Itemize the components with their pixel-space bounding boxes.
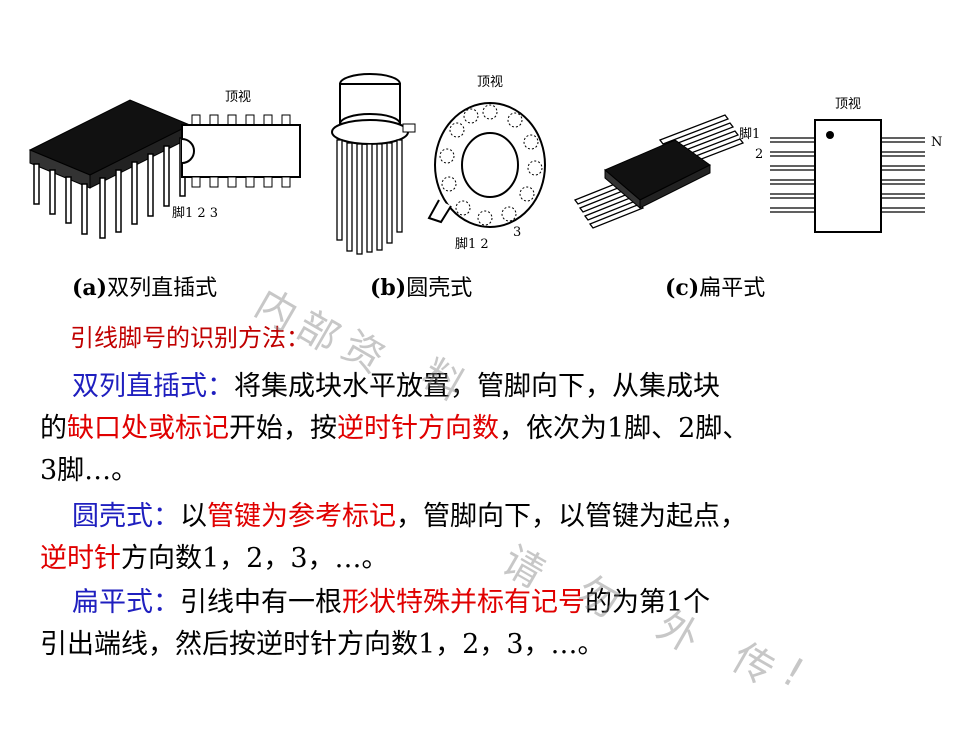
can-red-2: 逆时针 bbox=[40, 543, 121, 574]
can-pin-label: 脚1 2 bbox=[455, 236, 489, 252]
caption-a: (a)双列直插式 bbox=[72, 270, 217, 302]
dip-text-3: 开始，按 bbox=[229, 413, 337, 444]
dip-top-label: 顶视 bbox=[225, 90, 251, 105]
caption-a-letter: (a) bbox=[72, 275, 108, 301]
section-heading: 引线脚号的识别方法： bbox=[70, 324, 310, 352]
flat-text-2: 的为第1个 bbox=[585, 587, 711, 618]
dip-title: 双列直插式： bbox=[72, 371, 234, 402]
dip-topview-figure: 顶视 脚1 2 3 bbox=[172, 90, 301, 221]
can-red-1: 管键为参考标记 bbox=[207, 501, 396, 532]
caption-a-text: 双列直插式 bbox=[107, 276, 218, 301]
flat-pin-1: 脚1 bbox=[739, 126, 760, 142]
dip-text-5: 3脚…。 bbox=[40, 455, 139, 486]
figure-area: 顶视 脚1 2 3 bbox=[0, 0, 980, 270]
flat-chip-figure bbox=[573, 114, 745, 229]
dip-pin-label: 脚1 2 3 bbox=[172, 205, 218, 221]
can-pin-3: 3 bbox=[513, 225, 521, 240]
caption-c-letter: (c) bbox=[665, 275, 700, 301]
paragraph-flat: 扁平式：引线中有一根形状特殊并标有记号的为第1个 引出端线，然后按逆时针方向数1… bbox=[40, 582, 955, 666]
can-title: 圆壳式： bbox=[72, 501, 180, 532]
paragraph-can: 圆壳式：以管键为参考标记，管脚向下，以管键为起点， 逆时针方向数1，2，3，…。 bbox=[40, 496, 955, 580]
dip-red-1: 缺口处或标记 bbox=[67, 413, 229, 444]
flat-text-3: 引出端线，然后按逆时针方向数1，2，3，…。 bbox=[40, 629, 605, 660]
dip-text-4: ，依次为1脚、2脚、 bbox=[499, 413, 750, 444]
dip-text-1: 将集成块水平放置，管脚向下，从集成块 bbox=[234, 371, 720, 402]
flat-text-1: 引线中有一根 bbox=[180, 587, 342, 618]
caption-b-text: 圆壳式 bbox=[406, 276, 473, 301]
paragraph-dip: 双列直插式：将集成块水平放置，管脚向下，从集成块 的缺口处或标记开始，按逆时针方… bbox=[40, 366, 955, 492]
flat-title: 扁平式： bbox=[72, 587, 180, 618]
flat-red-1: 形状特殊并标有记号 bbox=[342, 587, 585, 618]
can-chip-figure bbox=[331, 73, 416, 255]
flat-pin-2: 2 bbox=[755, 147, 763, 162]
caption-b: (b)圆壳式 bbox=[370, 270, 472, 302]
can-text-2: ，管脚向下，以管键为起点， bbox=[396, 501, 747, 532]
dip-text-2: 的 bbox=[40, 413, 67, 444]
dip-red-2: 逆时针方向数 bbox=[337, 413, 499, 444]
flat-pin-n: N bbox=[931, 135, 942, 150]
caption-c: (c)扁平式 bbox=[665, 270, 765, 302]
caption-b-letter: (b) bbox=[370, 275, 407, 301]
flat-top-label: 顶视 bbox=[835, 97, 861, 112]
can-text-1: 以 bbox=[180, 501, 207, 532]
flat-topview-figure: 顶视 脚1 2 N bbox=[739, 97, 942, 233]
can-text-3: 方向数1，2，3，…。 bbox=[121, 543, 389, 574]
dip-chip-figure bbox=[28, 99, 192, 239]
can-topview-figure: 顶视 脚1 2 3 bbox=[427, 75, 546, 252]
can-top-label: 顶视 bbox=[477, 75, 503, 90]
caption-c-text: 扁平式 bbox=[699, 276, 766, 301]
